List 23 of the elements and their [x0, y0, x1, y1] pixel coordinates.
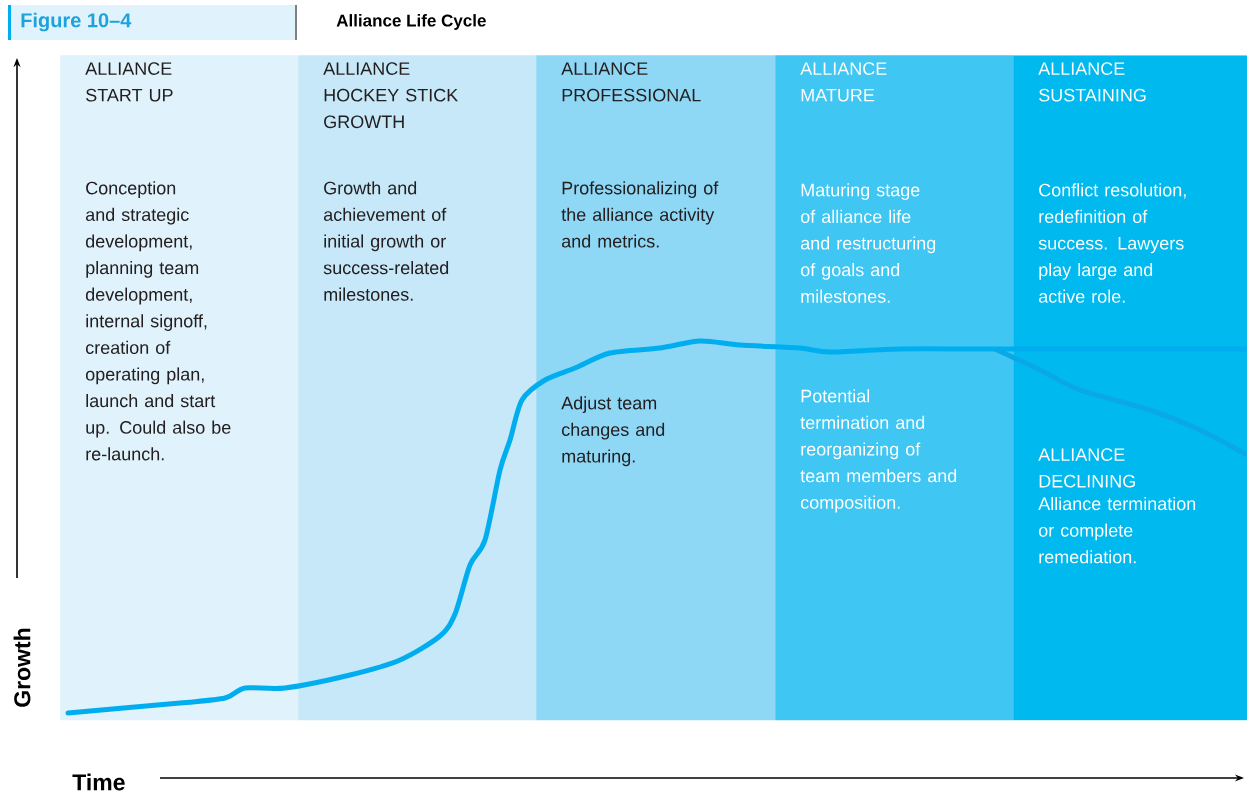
stage-band [775, 55, 1014, 721]
figure-number: Figure 10–4 [21, 12, 132, 32]
stage-heading: ALLIANCE START UP [85, 62, 173, 102]
stage-description: Potential termination and reorganizing of team members and composition. [800, 389, 957, 513]
stage-band [60, 55, 299, 721]
axis-label: Time [72, 773, 125, 791]
stage-band [298, 55, 537, 721]
stage-band [1013, 55, 1247, 721]
axis-label: Growth [13, 628, 31, 707]
stage-description: Adjust team changes and maturing. [561, 396, 665, 467]
stage-description: Conflict resolution, redefinition of success. Lawyers play large and active role. [1038, 183, 1186, 303]
stage-description: Conception and strategic development, planning team development, internal signoff, creation of operating plan, launch and start up. Could also be re-launch. [85, 181, 231, 461]
stage-heading: ALLIANCE PROFESSIONAL [561, 62, 701, 102]
stage-description: Professionalizing of the alliance activity and metrics. [561, 181, 719, 248]
stage-heading: ALLIANCE HOCKEY STICK GROWTH [323, 62, 459, 129]
stage-band [536, 55, 776, 721]
figure-title: Alliance Life Cycle [336, 14, 486, 30]
stage-description: Growth and achievement of initial growth or success-related milestones. [323, 181, 449, 301]
stage-heading: ALLIANCE DECLINING [1038, 448, 1135, 488]
stage-heading: ALLIANCE SUSTAINING [1038, 62, 1146, 102]
stage-heading: ALLIANCE MATURE [800, 62, 887, 102]
stage-description: Alliance termination or complete remediation. [1038, 496, 1196, 564]
stage-description: Maturing stage of alliance life and restructuring of goals and milestones. [800, 183, 936, 303]
